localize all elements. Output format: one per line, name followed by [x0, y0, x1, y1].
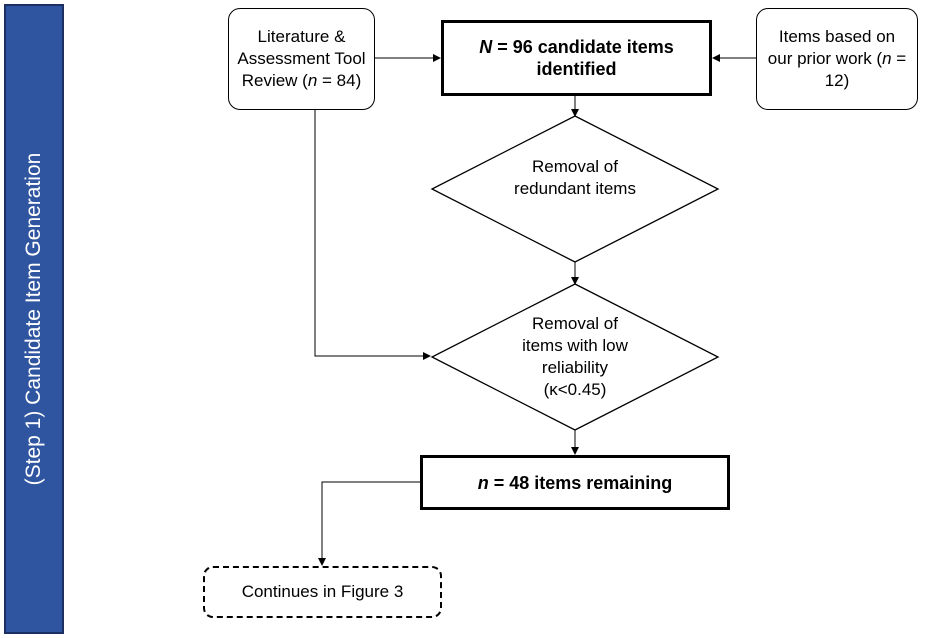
arrow-remaining-to-continues [318, 481, 420, 566]
items-remaining-box: n = 48 items remaining [420, 455, 730, 510]
literature-review-box: Literature & Assessment Tool Review (n =… [228, 8, 375, 110]
continues-box: Continues in Figure 3 [203, 566, 442, 618]
continues-text: Continues in Figure 3 [241, 582, 404, 601]
decision-low-reliability [430, 283, 720, 431]
candidate-items-text: = 96 candidate items identified [492, 37, 674, 79]
literature-review-text: Literature & Assessment Tool Review ( [237, 27, 366, 90]
prior-work-text: Items based on our prior work ( [767, 27, 896, 68]
low-reliability-label: Removal of items with low reliability (κ… [522, 314, 628, 399]
step-label: (Step 1) Candidate Item Generation [22, 152, 45, 486]
prior-work-count: = 12) [824, 49, 907, 90]
candidate-items-n: N [479, 37, 493, 57]
decision-redundant [430, 115, 720, 263]
literature-review-count: = 84) [317, 71, 362, 90]
step-sidebar: (Step 1) Candidate Item Generation [4, 4, 64, 634]
literature-review-n: n [307, 71, 318, 90]
candidate-items-box: N = 96 candidate items identified [441, 20, 712, 96]
prior-work-n: n [882, 49, 892, 68]
items-remaining-text: = 48 items remaining [488, 472, 673, 493]
arrow-lit-to-reliability [314, 110, 431, 360]
prior-work-box: Items based on our prior work (n = 12) [756, 8, 918, 110]
redundant-label: Removal of redundant items [514, 157, 636, 198]
items-remaining-n: n [477, 472, 489, 493]
